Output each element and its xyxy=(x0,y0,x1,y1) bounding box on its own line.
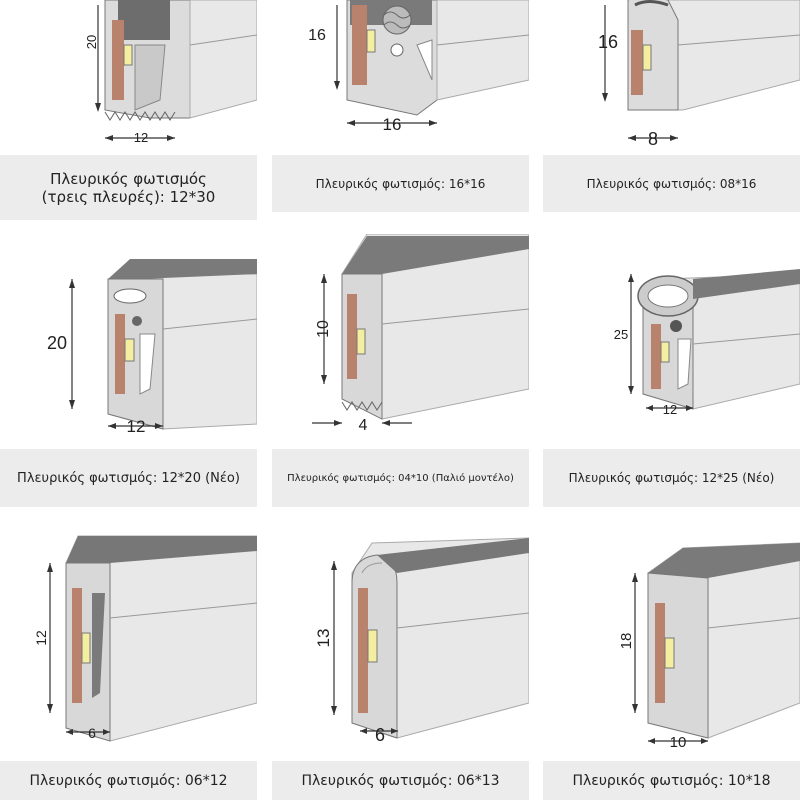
product-caption: Πλευρικός φωτισμός: 08*16 xyxy=(543,155,800,212)
caption-line-1: Πλευρικός φωτισμός: 16*16 xyxy=(315,176,486,191)
dim-height-label: 10 xyxy=(315,320,332,338)
product-card-2[interactable]: 16 16 Πλευρικός φωτισμός: 16*16 xyxy=(272,0,529,220)
product-caption: Πλευρικός φωτισμός: 06*13 xyxy=(272,761,529,800)
caption-line-1: Πλευρικός φωτισμός: 08*16 xyxy=(586,176,757,191)
caption-line-1: Πλευρικός φωτισμός: 12*25 (Νέο) xyxy=(568,471,775,485)
profile-drawing-08x16: 16 8 xyxy=(543,0,800,155)
dim-height-label: 16 xyxy=(308,27,326,44)
product-caption: Πλευρικός φωτισμός: 06*12 xyxy=(0,761,257,800)
product-card-9[interactable]: 18 10 Πλευρικός φωτισμός: 10*18 xyxy=(543,533,800,800)
dim-height-label: 20 xyxy=(84,35,99,49)
profile-drawing-06x13: 13 6 xyxy=(272,533,529,761)
dim-height-label: 25 xyxy=(614,327,628,342)
profile-drawing-12x30: 20 12 xyxy=(0,0,257,155)
product-card-4[interactable]: 20 12 Πλευρικός φωτισμός: 12*20 (Νέο) xyxy=(0,234,257,518)
product-card-8[interactable]: 13 6 Πλευρικός φωτισμός: 06*13 xyxy=(272,533,529,800)
dim-width-label: 12 xyxy=(663,402,677,417)
dim-width-label: 8 xyxy=(648,129,658,149)
dim-height-label: 16 xyxy=(598,32,618,52)
dim-width-label: 4 xyxy=(359,417,368,434)
profile-drawing-04x10: 10 4 xyxy=(272,234,529,449)
dim-height-label: 18 xyxy=(618,633,635,650)
caption-line-1: Πλευρικός φωτισμός: 06*13 xyxy=(301,772,500,789)
product-card-6[interactable]: 25 12 Πλευρικός φωτισμός: 12*25 (Νέο) xyxy=(543,234,800,518)
caption-line-1: Πλευρικός φωτισμός: 12*20 (Νέο) xyxy=(17,470,240,486)
product-caption: Πλευρικός φωτισμός: 12*25 (Νέο) xyxy=(543,449,800,507)
dim-width-label: 12 xyxy=(134,130,148,145)
profile-drawing-12x25: 25 12 xyxy=(543,234,800,449)
product-card-7[interactable]: 12 6 Πλευρικός φωτισμός: 06*12 xyxy=(0,533,257,800)
caption-line-1: Πλευρικός φωτισμός xyxy=(50,169,207,188)
dim-width-label: 6 xyxy=(375,725,385,745)
product-card-5[interactable]: 10 4 Πλευρικός φωτισμός: 04*10 (Παλιό μο… xyxy=(272,234,529,518)
caption-line-1: Πλευρικός φωτισμός: 10*18 xyxy=(572,772,771,789)
product-caption: Πλευρικός φωτισμός (τρεις πλευρές): 12*3… xyxy=(0,155,257,220)
product-card-3[interactable]: 16 8 Πλευρικός φωτισμός: 08*16 xyxy=(543,0,800,220)
profile-drawing-16x16: 16 16 xyxy=(272,0,529,155)
caption-line-1: Πλευρικός φωτισμός: 04*10 (Παλιό μοντέλο… xyxy=(287,472,514,484)
product-card-1[interactable]: 20 12 Πλευρικός φωτισμός (τρεις πλευρές)… xyxy=(0,0,257,220)
dim-height-label: 20 xyxy=(47,333,67,353)
dim-width-label: 12 xyxy=(127,417,146,436)
dim-width-label: 16 xyxy=(383,115,402,134)
dim-height-label: 12 xyxy=(33,630,49,646)
dim-height-label: 13 xyxy=(314,629,333,648)
dim-width-label: 10 xyxy=(670,734,687,751)
profile-drawing-12x20: 20 12 xyxy=(0,234,257,449)
dim-width-label: 6 xyxy=(88,725,96,741)
product-caption: Πλευρικός φωτισμός: 04*10 (Παλιό μοντέλο… xyxy=(272,449,529,507)
profile-drawing-10x18: 18 10 xyxy=(543,533,800,761)
product-caption: Πλευρικός φωτισμός: 10*18 xyxy=(543,761,800,800)
caption-line-2: (τρεις πλευρές): 12*30 xyxy=(41,187,216,206)
product-caption: Πλευρικός φωτισμός: 16*16 xyxy=(272,155,529,212)
caption-line-1: Πλευρικός φωτισμός: 06*12 xyxy=(29,772,228,789)
product-caption: Πλευρικός φωτισμός: 12*20 (Νέο) xyxy=(0,449,257,507)
profile-drawing-06x12: 12 6 xyxy=(0,533,257,761)
